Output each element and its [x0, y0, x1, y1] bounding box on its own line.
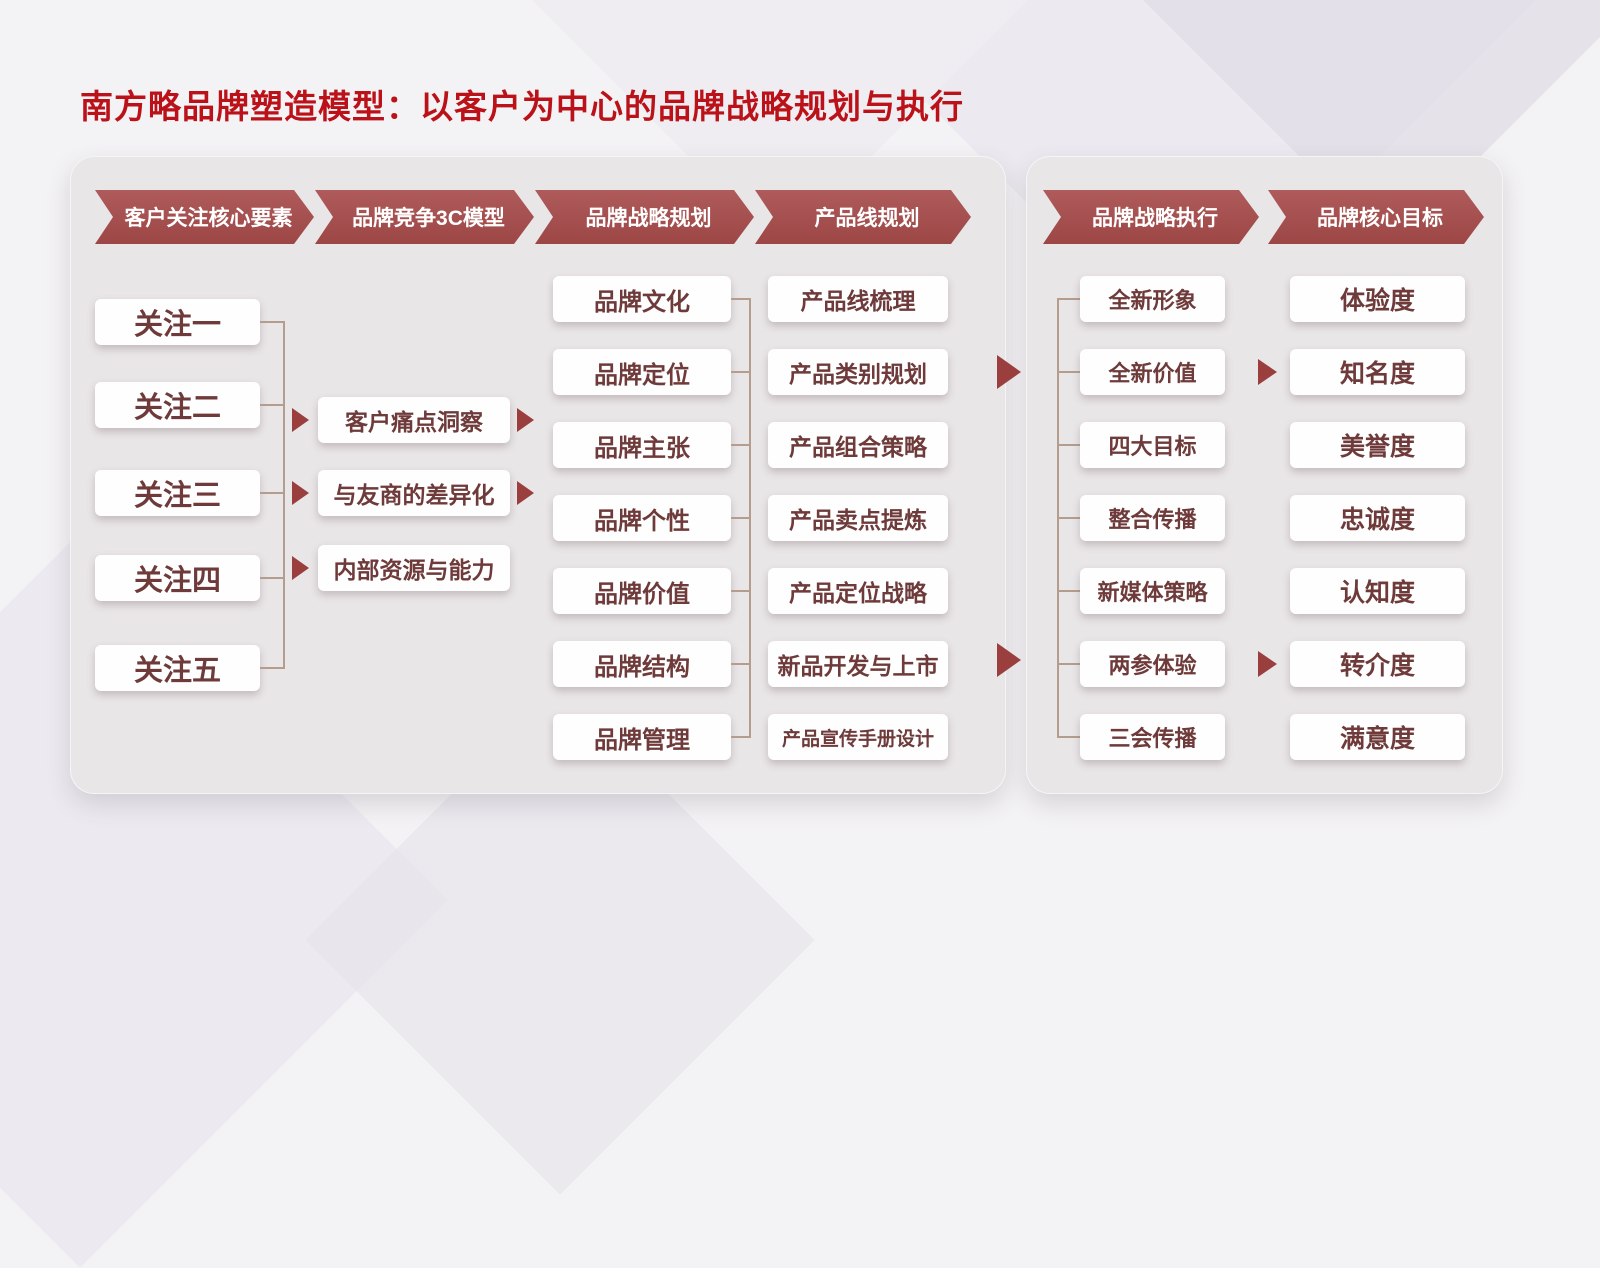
connector-line	[731, 590, 751, 592]
list-item-focus-4: 关注四	[95, 555, 260, 601]
list-item-focus-5: 关注五	[95, 645, 260, 691]
list-item-strategy-1: 品牌文化	[553, 276, 731, 322]
connector-line	[1057, 444, 1080, 446]
list-item-goal-7: 满意度	[1290, 714, 1465, 760]
list-item-execution-2: 全新价值	[1080, 349, 1225, 395]
list-item-product-2: 产品类别规划	[768, 349, 948, 395]
connector-line	[731, 736, 751, 738]
connector-line	[260, 404, 285, 406]
list-item-execution-7: 三会传播	[1080, 714, 1225, 760]
list-item-focus-1: 关注一	[95, 299, 260, 345]
list-item-goal-5: 认知度	[1290, 568, 1465, 614]
connector-line	[1057, 517, 1080, 519]
list-item-product-7: 产品宣传手册设计	[768, 714, 948, 760]
list-item-3c-3: 内部资源与能力	[318, 545, 510, 591]
list-item-strategy-5: 品牌价值	[553, 568, 731, 614]
connector-line	[260, 667, 285, 669]
list-item-product-1: 产品线梳理	[768, 276, 948, 322]
connector-line	[1057, 371, 1080, 373]
list-item-goal-4: 忠诚度	[1290, 495, 1465, 541]
list-item-3c-2: 与友商的差异化	[318, 470, 510, 516]
list-item-goal-1: 体验度	[1290, 276, 1465, 322]
list-item-execution-6: 两参体验	[1080, 641, 1225, 687]
header-brand-strategy-planning: 品牌战略规划	[535, 190, 754, 244]
connector-line	[749, 298, 751, 738]
arrow-right-icon	[997, 355, 1021, 389]
list-item-strategy-4: 品牌个性	[553, 495, 731, 541]
connector-line	[283, 321, 285, 669]
connector-line	[260, 321, 285, 323]
connector-line	[731, 371, 751, 373]
slide-canvas: 南方略品牌塑造模型：以客户为中心的品牌战略规划与执行 客户关注核心要素 品牌竞争…	[70, 0, 1600, 794]
connector-line	[731, 517, 751, 519]
connector-line	[260, 492, 285, 494]
page-title: 南方略品牌塑造模型：以客户为中心的品牌战略规划与执行	[80, 88, 964, 125]
header-brand-strategy-execution: 品牌战略执行	[1043, 190, 1259, 244]
connector-line	[731, 444, 751, 446]
header-3c-model: 品牌竞争3C模型	[315, 190, 534, 244]
list-item-product-5: 产品定位战略	[768, 568, 948, 614]
connector-line	[1057, 590, 1080, 592]
list-item-strategy-7: 品牌管理	[553, 714, 731, 760]
list-item-execution-4: 整合传播	[1080, 495, 1225, 541]
connector-line	[1057, 663, 1080, 665]
list-item-strategy-2: 品牌定位	[553, 349, 731, 395]
list-item-focus-2: 关注二	[95, 382, 260, 428]
list-item-strategy-3: 品牌主张	[553, 422, 731, 468]
list-item-goal-2: 知名度	[1290, 349, 1465, 395]
connector-line	[1057, 736, 1080, 738]
list-item-goal-6: 转介度	[1290, 641, 1465, 687]
list-item-3c-1: 客户痛点洞察	[318, 397, 510, 443]
connector-line	[731, 298, 751, 300]
list-item-focus-3: 关注三	[95, 470, 260, 516]
list-item-product-3: 产品组合策略	[768, 422, 948, 468]
connector-line	[260, 577, 285, 579]
arrow-right-icon	[997, 643, 1021, 677]
connector-line	[1057, 298, 1080, 300]
list-item-execution-5: 新媒体策略	[1080, 568, 1225, 614]
list-item-execution-1: 全新形象	[1080, 276, 1225, 322]
list-item-product-4: 产品卖点提炼	[768, 495, 948, 541]
header-customer-focus: 客户关注核心要素	[95, 190, 314, 244]
list-item-goal-3: 美誉度	[1290, 422, 1465, 468]
right-panel	[1026, 156, 1503, 794]
header-brand-core-goals: 品牌核心目标	[1268, 190, 1484, 244]
connector-line	[731, 663, 751, 665]
list-item-execution-3: 四大目标	[1080, 422, 1225, 468]
list-item-strategy-6: 品牌结构	[553, 641, 731, 687]
header-product-line-planning: 产品线规划	[755, 190, 971, 244]
list-item-product-6: 新品开发与上市	[768, 641, 948, 687]
